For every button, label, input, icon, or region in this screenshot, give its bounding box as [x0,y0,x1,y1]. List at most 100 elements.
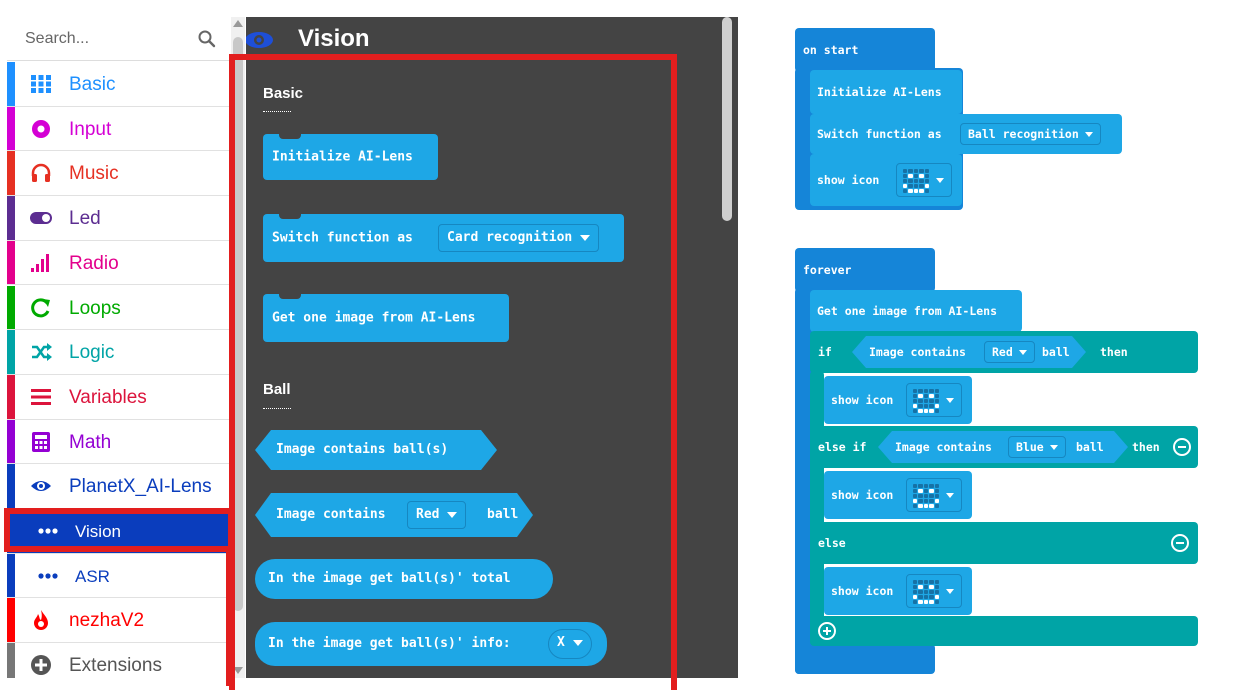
scroll-up-icon[interactable] [233,20,243,27]
search-input[interactable]: Search... [25,30,90,47]
condition-block[interactable]: Image contains Blue ball [878,431,1128,463]
more-dots-icon [38,573,58,579]
category-label: Extensions [69,655,162,677]
toolbox: Search... Basic Input Music Led Radio Lo… [7,17,230,678]
category-label: Led [69,208,101,230]
category-extensions[interactable]: Extensions [7,643,230,678]
category-basic[interactable]: Basic [7,62,230,107]
block-initialize-ai-lens[interactable]: Initialize AI-Lens [263,134,438,180]
color-dropdown[interactable]: Blue [1008,436,1066,458]
if-block-footer [810,616,1198,646]
category-label: nezhaV2 [69,610,145,632]
dropdown-arrow-icon [1050,445,1058,450]
block-label: show icon [831,393,894,407]
flyout-scrollbar[interactable] [722,17,732,221]
block-label: Image contains [276,507,386,522]
color-dropdown[interactable]: Red [984,341,1035,363]
ws-block-show-icon[interactable]: show icon [810,154,962,206]
then-keyword: then [1132,440,1160,454]
category-label: Input [69,118,112,140]
block-image-contains-balls[interactable]: Image contains ball(s) [255,430,497,470]
category-loops[interactable]: Loops [7,285,230,331]
ws-block-initialize[interactable]: Initialize AI-Lens [810,70,962,114]
block-label: on start [803,43,859,57]
dropdown-value: X [557,635,565,650]
category-nezhav2[interactable]: nezhaV2 [7,598,230,644]
block-label: Initialize AI-Lens [272,149,413,165]
color-dropdown[interactable]: Red [407,501,466,529]
ws-block-show-icon[interactable]: show icon [824,376,972,424]
category-music[interactable]: Music [7,151,230,197]
category-radio[interactable]: Radio [7,240,230,286]
category-label: Basic [69,74,116,95]
scroll-down-icon[interactable] [233,667,243,674]
category-vision[interactable]: Vision [7,509,230,554]
dropdown-arrow-icon [946,493,954,498]
ws-block-switch-function[interactable]: Switch function as Ball recognition [810,114,1122,154]
category-logic[interactable]: Logic [7,330,230,375]
condition-block[interactable]: Image contains Red ball [852,336,1086,368]
dropdown-arrow-icon [572,639,583,646]
if-block-spine [810,371,824,645]
dropdown-arrow-icon [580,234,591,241]
dropdown-arrow-icon [1084,132,1093,137]
category-label: ASR [75,566,110,586]
icon-picker[interactable] [906,574,962,608]
section-divider [263,408,291,409]
block-label: show icon [831,488,894,502]
eye-icon [246,32,273,48]
category-variables[interactable]: Variables [7,374,230,420]
ws-block-show-icon[interactable]: show icon [824,471,972,519]
category-planetx-ai-lens[interactable]: PlanetX_AI-Lens [7,464,230,509]
circle-target-icon [32,119,50,138]
block-switch-function[interactable]: Switch function as Card recognition [263,214,624,262]
ws-block-show-icon[interactable]: show icon [824,567,972,615]
ws-block-if[interactable]: if Image contains Red ball then [810,331,1198,373]
search-icon[interactable] [197,29,217,49]
ws-block-else[interactable]: else [810,522,1198,564]
search-bar[interactable]: Search... [7,17,230,61]
block-label: show icon [831,584,894,598]
scrollbar-thumb[interactable] [233,37,243,611]
flyout-panel: Vision Basic Initialize AI-Lens Switch f… [246,17,738,678]
signal-bars-icon [31,253,49,272]
block-on-start[interactable]: on start [795,28,935,72]
category-label: PlanetX_AI-Lens [69,476,212,498]
remove-branch-icon[interactable] [1171,534,1189,552]
icon-picker[interactable] [906,478,962,512]
category-led[interactable]: Led [7,196,230,241]
category-math[interactable]: Math [7,419,230,465]
shuffle-icon [32,343,52,362]
category-label: Vision [75,522,121,541]
toggle-icon [30,212,52,225]
toolbox-scrollbar[interactable] [231,17,245,678]
category-asr[interactable]: ASR [7,553,230,599]
block-label: Image contains [895,440,992,454]
calculator-icon [32,431,50,452]
icon-picker[interactable] [906,383,962,417]
category-input[interactable]: Input [7,106,230,152]
block-get-ball-total[interactable]: In the image get ball(s)' total [255,559,553,599]
block-get-one-image[interactable]: Get one image from AI-Lens [263,294,509,342]
dropdown-value: Red [416,507,440,522]
ws-block-else-if[interactable]: else if Image contains Blue ball then [810,426,1198,468]
section-divider [263,111,291,112]
block-label: Initialize AI-Lens [817,85,942,99]
function-dropdown[interactable]: Ball recognition [960,123,1101,145]
dropdown-value: Blue [1016,440,1044,454]
dropdown-arrow-icon [447,512,457,518]
ws-block-get-image[interactable]: Get one image from AI-Lens [810,290,1022,332]
if-keyword: if [818,345,832,359]
block-get-ball-info[interactable]: In the image get ball(s)' info: X [255,622,607,666]
block-label: ball [1042,345,1070,359]
then-keyword: then [1100,345,1128,359]
icon-picker[interactable] [896,163,952,197]
function-dropdown[interactable]: Card recognition [438,224,600,252]
dropdown-value: Card recognition [447,230,573,245]
remove-branch-icon[interactable] [1173,438,1191,456]
add-branch-icon[interactable] [818,622,836,640]
info-dropdown[interactable]: X [548,629,592,659]
block-image-contains-color-ball[interactable]: Image contains Red ball [255,493,533,537]
headphones-icon [31,164,51,183]
block-forever[interactable]: forever [795,248,935,292]
